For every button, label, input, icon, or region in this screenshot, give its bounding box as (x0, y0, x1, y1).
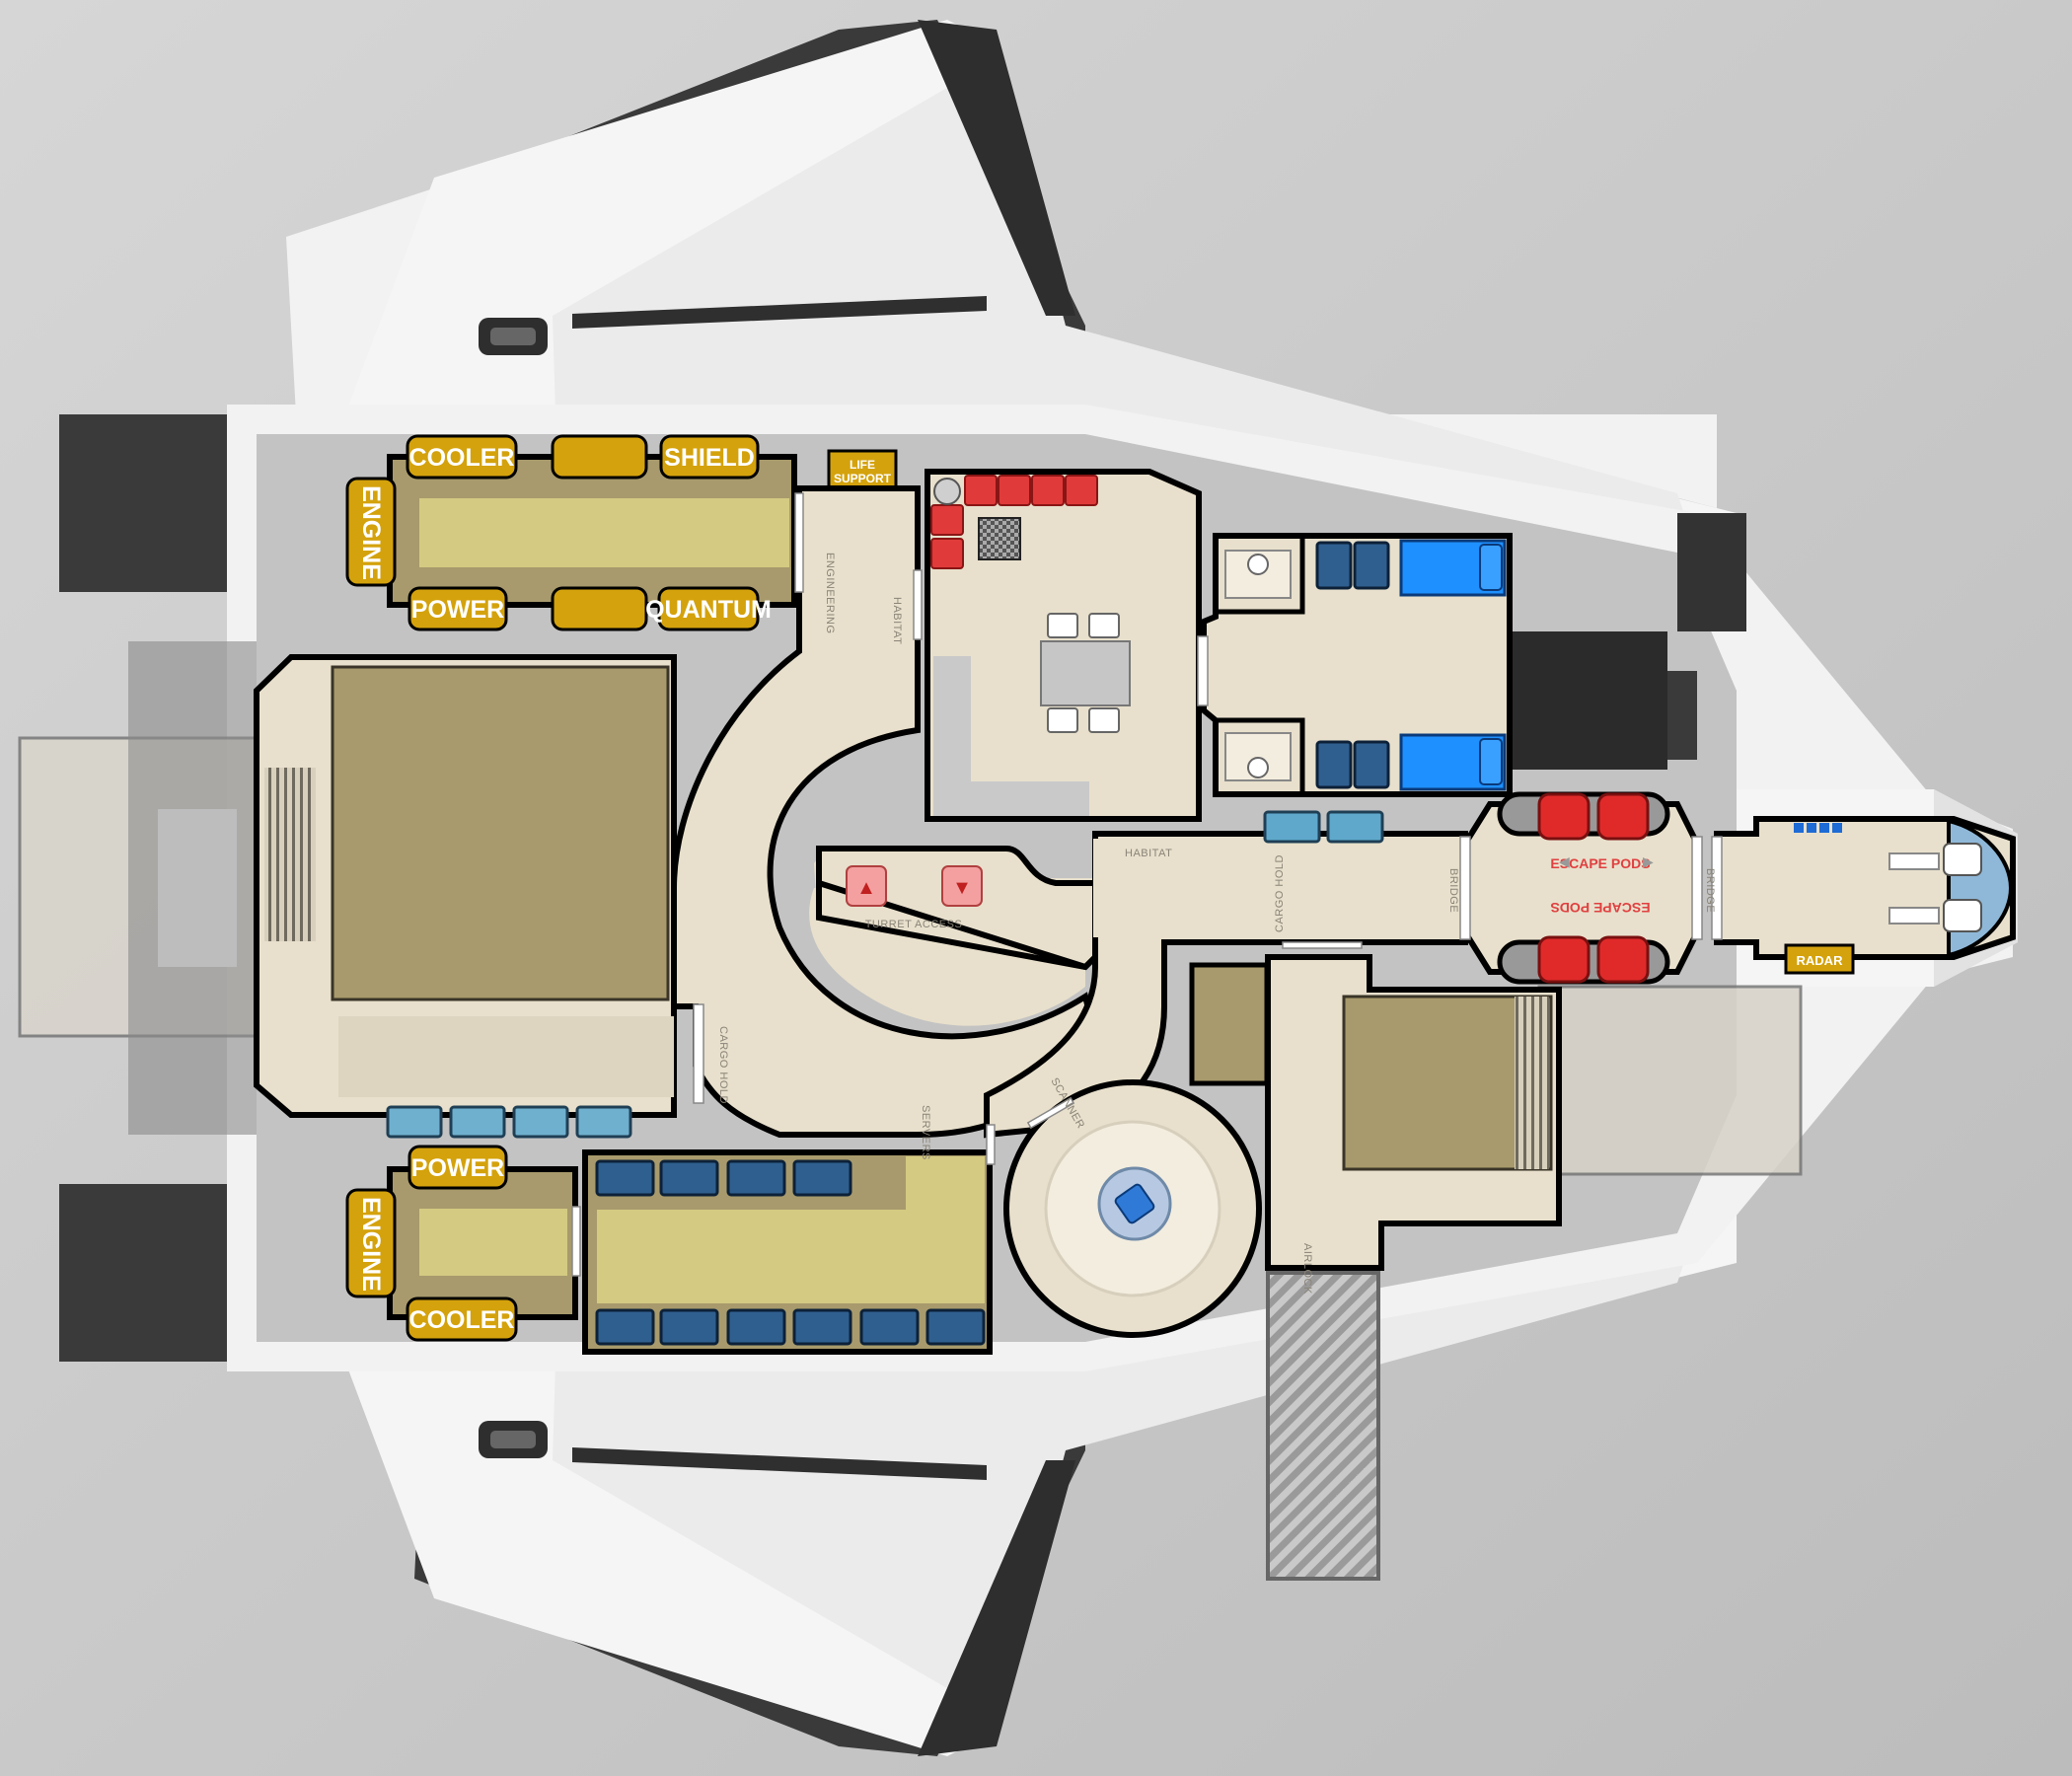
bridge: RADAR (1714, 816, 2016, 975)
power-bottom-badge[interactable] (407, 1145, 508, 1190)
habitat-vertical-label: HABITAT (891, 597, 903, 644)
quantum-label: QUANTUM (645, 596, 772, 624)
turret-hatch-up[interactable] (846, 865, 887, 907)
engine-top-badge[interactable] (345, 477, 397, 587)
cargo-crate (1189, 962, 1270, 1086)
life-support-label-2: SUPPORT (834, 472, 892, 485)
escape-pods-label-bottom: ESCAPE PODS (1550, 900, 1650, 916)
power-top-label: POWER (411, 596, 504, 624)
engine-top-label: ENGINE (357, 485, 385, 580)
radar-badge[interactable] (1784, 943, 1855, 975)
galley (925, 469, 1202, 822)
up-arrow-icon: ▲ (856, 877, 876, 899)
engineering-label: ENGINEERING (824, 553, 836, 634)
escape-pod-seats[interactable] (1537, 792, 1650, 984)
servers-label: SERVERS (920, 1105, 931, 1160)
doors (571, 492, 1723, 1277)
storage-lockers-top (595, 1159, 852, 1197)
aft-cargo-hold (254, 654, 677, 1139)
game-board[interactable] (978, 517, 1021, 560)
blank-top-slot[interactable] (551, 434, 648, 480)
habitat-label: HABITAT (1125, 848, 1172, 859)
engine-bottom-label: ENGINE (357, 1197, 385, 1292)
corridor-lockers (1263, 810, 1384, 844)
turret-access-label: TURRET ACCESS (865, 919, 963, 930)
engine-bottom-badge[interactable] (345, 1188, 397, 1298)
mess-table[interactable] (1040, 640, 1131, 706)
scanner-room (1003, 1079, 1262, 1338)
cooler-bottom-label: COOLER (409, 1306, 515, 1334)
ring-corridor: ▲ ▼ TURRET ACCESS (671, 485, 1108, 1138)
bottom-systems-block: ENGINE POWER COOLER (345, 1145, 993, 1355)
cockpit-consoles (1888, 852, 1940, 925)
cargo-hold-left-label: CARGO HOLD (717, 1026, 729, 1104)
forward-cargo (1189, 954, 1562, 1271)
quantum-badge[interactable] (657, 586, 760, 631)
cargo-hold-right-label: CARGO HOLD (1274, 854, 1286, 932)
pilot-seats[interactable] (1943, 843, 1982, 932)
power-bottom-label: POWER (411, 1154, 504, 1182)
down-arrow-icon: ▼ (952, 877, 972, 899)
blank-bottom-slot[interactable] (551, 586, 648, 631)
cooler-top-badge[interactable] (406, 434, 518, 480)
cooler-bottom-badge[interactable] (406, 1296, 518, 1342)
bridge-label-2: BRIDGE (1704, 868, 1716, 913)
arrow-left-icon: ◀ (1559, 855, 1570, 870)
arrow-right-icon: ▶ (1643, 855, 1654, 870)
bridge-label-1: BRIDGE (1447, 868, 1459, 913)
aft-cargo-lockers (386, 1105, 632, 1139)
shield-badge[interactable] (659, 434, 760, 480)
crew-quarters (1201, 533, 1513, 844)
life-support-label-1: LIFE (850, 458, 875, 472)
top-systems-block: ENGINE COOLER SHIELD POWER QUANTUM LIFE … (345, 434, 898, 631)
galley-seats (930, 475, 1098, 569)
storage-lockers-bottom (595, 1308, 986, 1346)
mess-chairs (1047, 613, 1120, 733)
airlock-label: AIRLOCK (1301, 1243, 1313, 1295)
quarters-lockers (1315, 541, 1390, 789)
shield-label: SHIELD (664, 444, 755, 472)
turret-hatch-down[interactable] (941, 865, 983, 907)
cooler-top-label: COOLER (409, 444, 515, 472)
escape-pods: ESCAPE PODS ESCAPE PODS ◀ ▶ (1462, 791, 1700, 985)
escape-pods-label-top: ESCAPE PODS (1550, 855, 1650, 871)
radar-label: RADAR (1797, 953, 1844, 968)
power-top-badge[interactable] (407, 586, 508, 631)
console-buttons[interactable] (1794, 823, 1842, 833)
